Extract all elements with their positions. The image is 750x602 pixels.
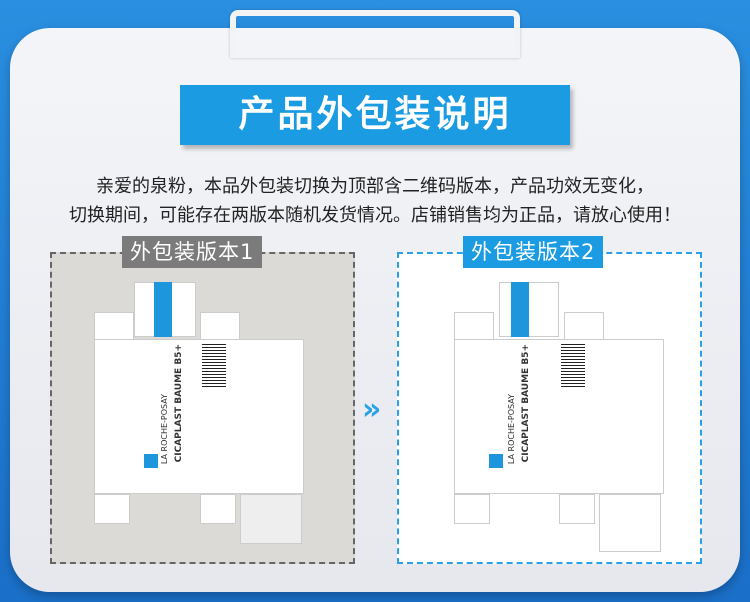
package-dieline-2	[454, 339, 664, 494]
version-2-panel: LA ROCHE-POSAY CICAPLAST BAUME B5+	[397, 252, 702, 564]
version-1-label: 外包装版本1	[122, 236, 263, 268]
notice-line-2: 切换期间，可能存在两版本随机发货情况。店铺销售均为正品，请放心使用！	[69, 205, 681, 226]
product-text: CICAPLAST BAUME B5+	[521, 344, 531, 463]
version-2-label: 外包装版本2	[463, 236, 604, 268]
page-title: 产品外包装说明	[180, 85, 570, 145]
brand-text: LA ROCHE-POSAY	[160, 394, 169, 465]
package-dieline-1	[94, 339, 304, 494]
product-text: CICAPLAST BAUME B5+	[174, 344, 184, 463]
double-chevron-right-icon: »	[362, 392, 382, 427]
brand-text: LA ROCHE-POSAY	[507, 394, 516, 465]
board-handle	[230, 10, 520, 58]
notice-line-1: 亲爱的泉粉，本品外包装切换为顶部含二维码版本，产品功效无变化，	[96, 176, 654, 197]
version-1-panel: LA ROCHE-POSAY CICAPLAST BAUME B5+	[50, 252, 355, 564]
